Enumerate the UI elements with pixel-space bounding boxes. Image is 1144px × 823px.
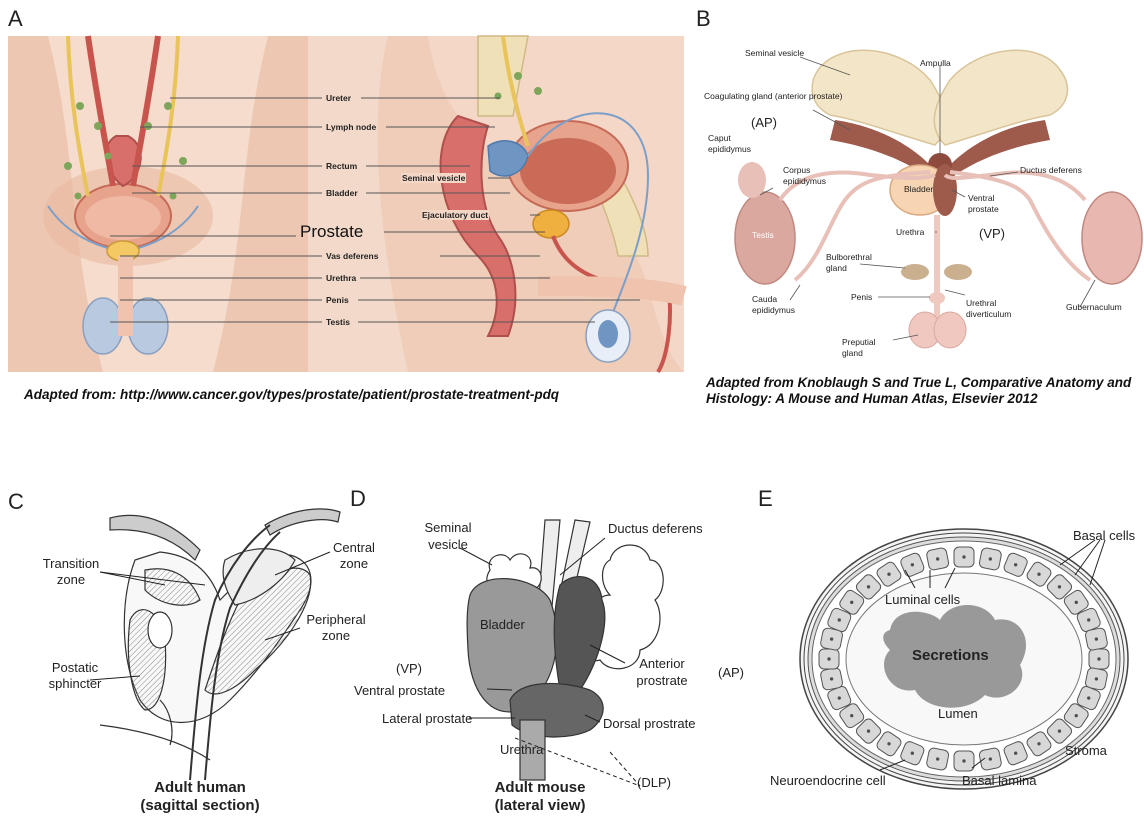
cell-nucleus	[1095, 678, 1097, 680]
e-label-stroma: Stroma	[1065, 743, 1107, 758]
cell-nucleus	[936, 558, 938, 560]
e-label-basal-lamina: Basal lamina	[962, 773, 1036, 788]
cell-nucleus	[1075, 714, 1077, 716]
e-label-secretions: Secretions	[912, 647, 989, 664]
cell-nucleus	[851, 601, 853, 603]
cell-nucleus	[963, 556, 965, 558]
e-label-neuroendocrine-cell: Neuroendocrine cell	[770, 773, 886, 788]
cell-nucleus	[838, 697, 840, 699]
cell-nucleus	[1088, 619, 1090, 621]
e-label-luminal-cells: Luminal cells	[885, 592, 960, 607]
cell-nucleus	[867, 586, 869, 588]
cell-nucleus	[830, 638, 832, 640]
cell-nucleus	[1088, 697, 1090, 699]
cell-nucleus	[888, 743, 890, 745]
e-label-lumen: Lumen	[938, 706, 978, 721]
cell-nucleus	[1038, 743, 1040, 745]
cell-nucleus	[989, 558, 991, 560]
cell-nucleus	[1014, 752, 1016, 754]
cell-nucleus	[1038, 573, 1040, 575]
cell-nucleus	[1058, 586, 1060, 588]
cell-nucleus	[963, 760, 965, 762]
cell-nucleus	[989, 758, 991, 760]
cell-nucleus	[911, 564, 913, 566]
cell-nucleus	[828, 658, 830, 660]
cell-nucleus	[936, 758, 938, 760]
cell-nucleus	[838, 619, 840, 621]
cell-nucleus	[830, 678, 832, 680]
cell-nucleus	[1075, 601, 1077, 603]
cell-nucleus	[888, 573, 890, 575]
cell-nucleus	[1058, 730, 1060, 732]
cell-nucleus	[911, 752, 913, 754]
cell-nucleus	[1095, 638, 1097, 640]
cell-nucleus	[851, 714, 853, 716]
e-label-basal-cells: Basal cells	[1073, 528, 1135, 543]
cell-nucleus	[1098, 658, 1100, 660]
cell-nucleus	[867, 730, 869, 732]
cell-nucleus	[1014, 564, 1016, 566]
